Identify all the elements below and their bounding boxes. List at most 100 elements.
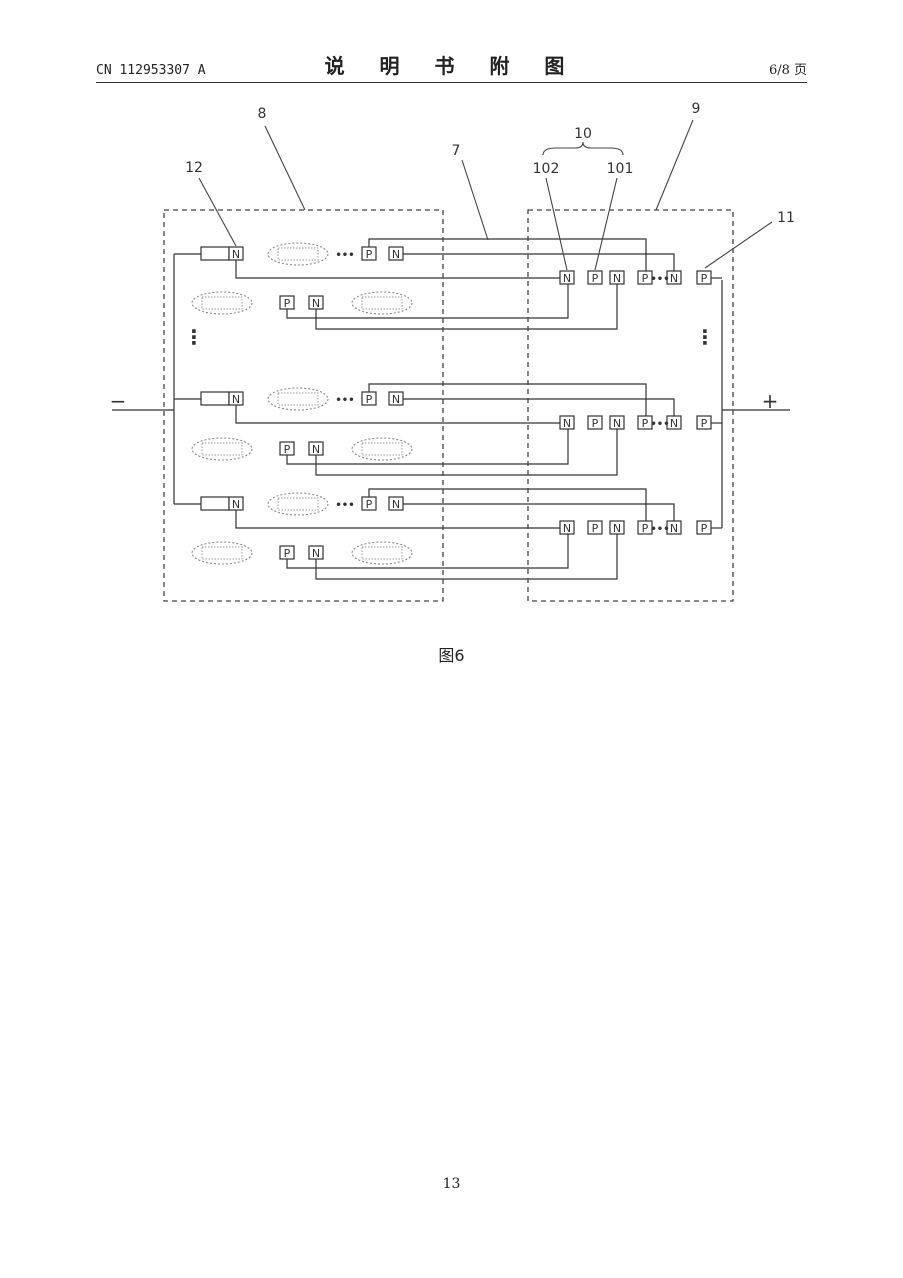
group-2-row1-n2-box bbox=[388, 391, 404, 406]
group-2-row2-oval-right-inner bbox=[361, 442, 403, 456]
frame-8 bbox=[163, 209, 444, 602]
group-2-row2-n-label: N bbox=[312, 443, 320, 456]
group-1-r-n2-label: N bbox=[613, 272, 621, 285]
group-1-row1-n-box bbox=[228, 246, 244, 261]
group-2-row1-ellipsis: ••• bbox=[335, 395, 354, 406]
group-1-r-p3-label: P bbox=[701, 272, 708, 285]
group-1-row1-n2-box bbox=[388, 246, 404, 261]
group-2-row1-oval-inner bbox=[277, 392, 319, 406]
group-2-row2-p-box bbox=[279, 441, 295, 456]
group-1-row2-oval-right bbox=[351, 291, 413, 315]
group-3-r-p3-box bbox=[696, 520, 712, 535]
group-3-row1-oval bbox=[267, 492, 329, 516]
group-3-r-n2-label: N bbox=[613, 522, 621, 535]
group-3-row1-n2-label: N bbox=[392, 498, 400, 511]
group-1-row1-oval-inner bbox=[277, 247, 319, 261]
group-2-r-p1-box bbox=[587, 415, 603, 430]
group-1-r-p3-box bbox=[696, 270, 712, 285]
group-1-row2-p-box bbox=[279, 295, 295, 310]
group-1-row2-n-label: N bbox=[312, 297, 320, 310]
group-2-r-p3-box bbox=[696, 415, 712, 430]
frame-9 bbox=[527, 209, 734, 602]
group-1-row2-oval-left bbox=[191, 291, 253, 315]
callout-102: 102 bbox=[533, 161, 560, 177]
callout-101: 101 bbox=[607, 161, 634, 177]
page-header: CN 112953307 A 说 明 书 附 图 6/8 页 bbox=[96, 52, 807, 83]
vertical-dots-left: ⋮ bbox=[184, 325, 204, 349]
group-3-row1-n-label: N bbox=[232, 498, 240, 511]
continuation-dots: ⋮ ⋮ bbox=[184, 325, 715, 349]
group-2-r-n1-label: N bbox=[563, 417, 571, 430]
group-3-r-ellipsis: ••• bbox=[650, 524, 669, 535]
group-3-r-p1-box bbox=[587, 520, 603, 535]
group-1-wire-e bbox=[315, 284, 618, 330]
group-1-r-ellipsis: ••• bbox=[650, 274, 669, 285]
group-2-row2-oval-left-inner bbox=[201, 442, 243, 456]
group-2-row1-n2-label: N bbox=[392, 393, 400, 406]
group-1-blank-cell bbox=[200, 246, 230, 261]
group-2-row1-p2-box bbox=[361, 391, 377, 406]
group-2-wire-d bbox=[286, 429, 569, 465]
group-2-r-p2-label: P bbox=[642, 417, 649, 430]
group-2-row2-n-box bbox=[308, 441, 324, 456]
callout-9: 9 bbox=[692, 101, 701, 117]
group-1-row1-n2-label: N bbox=[392, 248, 400, 261]
terminal-labels: − + bbox=[110, 389, 779, 413]
page-counter: 6/8 页 bbox=[768, 63, 807, 78]
leader-7 bbox=[461, 159, 489, 241]
group-2-row1-oval bbox=[267, 387, 329, 411]
group-1-wire-d bbox=[286, 284, 569, 319]
callout-7: 7 bbox=[452, 143, 461, 159]
callout-labels: 8 7 9 10 12 102 101 11 bbox=[185, 101, 795, 226]
group-3-r-n3-box bbox=[666, 520, 682, 535]
group-2-blank-cell bbox=[200, 391, 230, 406]
document-number: CN 112953307 A bbox=[96, 63, 206, 78]
group-3-r-n1-label: N bbox=[563, 522, 571, 535]
group-3-r-p3-label: P bbox=[701, 522, 708, 535]
group-3-wire-b bbox=[368, 488, 647, 521]
section-title: 说 明 书 附 图 bbox=[324, 54, 579, 78]
group-3-row2-oval-right bbox=[351, 541, 413, 565]
group-2-r-n3-label: N bbox=[670, 417, 678, 430]
group-3-row2-p-label: P bbox=[284, 547, 291, 560]
group-3-row1-ellipsis: ••• bbox=[335, 500, 354, 511]
group-1-row1-oval bbox=[267, 242, 329, 266]
group-1-row2-n-box bbox=[308, 295, 324, 310]
group-2-wire-e bbox=[315, 429, 618, 476]
group-1-row1-ellipsis: ••• bbox=[335, 250, 354, 261]
group-3-row2-n-box bbox=[308, 545, 324, 560]
group-3-row1-oval-inner bbox=[277, 497, 319, 511]
group-3-row2-n-label: N bbox=[312, 547, 320, 560]
group-1-r-p1-label: P bbox=[592, 272, 599, 285]
group-2-r-n3-box bbox=[666, 415, 682, 430]
leader-9 bbox=[655, 119, 694, 211]
group-3-row2-oval-left bbox=[191, 541, 253, 565]
vertical-dots-right: ⋮ bbox=[695, 325, 715, 349]
group-1-r-n3-box bbox=[666, 270, 682, 285]
group-2-row1-p2-label: P bbox=[366, 393, 373, 406]
callout-11: 11 bbox=[777, 210, 795, 226]
wiring bbox=[112, 238, 790, 580]
callout-12: 12 bbox=[185, 160, 203, 176]
group-3-wire-e bbox=[315, 534, 618, 580]
group-1-wire-c bbox=[403, 253, 675, 271]
leader-102 bbox=[545, 177, 568, 271]
group-2-r-p1-label: P bbox=[592, 417, 599, 430]
callout-8: 8 bbox=[258, 106, 267, 122]
group-3-wire-c bbox=[403, 503, 675, 521]
group-2-wire-a bbox=[235, 405, 560, 424]
group-1-row2-p-label: P bbox=[284, 297, 291, 310]
leader-8 bbox=[264, 125, 306, 211]
group-1-wire-a bbox=[235, 260, 560, 279]
figure-caption: 图6 bbox=[438, 646, 465, 665]
group-2-r-n2-label: N bbox=[613, 417, 621, 430]
group-2-row2-p-label: P bbox=[284, 443, 291, 456]
group-1-row1-p2-box bbox=[361, 246, 377, 261]
group-2-wire-c bbox=[403, 398, 675, 416]
group-2-row1-n-label: N bbox=[232, 393, 240, 406]
group-3-row1-n2-box bbox=[388, 496, 404, 511]
group-3-r-p1-label: P bbox=[592, 522, 599, 535]
group-3-row1-n-box bbox=[228, 496, 244, 511]
group-3-wire-a bbox=[235, 510, 560, 529]
group-2-r-p3-label: P bbox=[701, 417, 708, 430]
